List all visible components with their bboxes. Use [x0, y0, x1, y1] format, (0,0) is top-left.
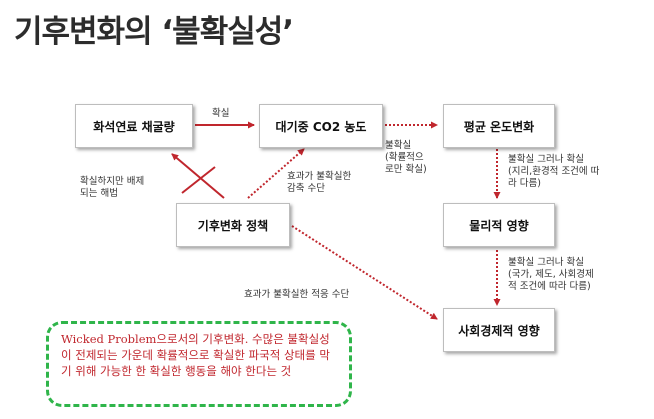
node-fossil-fuel-extraction: 화석연료 채굴량 — [75, 104, 193, 148]
node-atmospheric-co2: 대기중 CO2 농도 — [259, 104, 383, 148]
label-uncertain-geo: 불확실 그러나 확실 (지리,환경적 조건에 따 라 다름) — [508, 154, 600, 189]
label-uncertain-mitigation: 효과가 불확실한 감축 수단 — [287, 171, 352, 194]
page-title: 기후변화의 ‘불확실성’ — [14, 14, 294, 50]
edge-policy-social — [291, 225, 438, 320]
label-uncertain-social: 불확실 그러나 확실 (국가, 제도, 사회경제 적 조건에 따라 다름) — [508, 257, 594, 292]
label-certain-but-excluded: 확실하지만 배제 되는 해법 — [80, 176, 145, 199]
node-climate-policy: 기후변화 정책 — [176, 203, 290, 247]
edge-cross-mark — [181, 166, 216, 194]
node-physical-impact: 물리적 영향 — [443, 203, 555, 247]
label-probabilistic: 불확실 (확률적으 로만 확실) — [385, 140, 427, 175]
node-average-temperature: 평균 온도변화 — [443, 104, 555, 148]
wicked-problem-note: Wicked Problem으로서의 기후변화. 수많은 불확실성이 전제되는 … — [46, 321, 352, 407]
node-socioeconomic-impact: 사회경제적 영향 — [443, 308, 555, 352]
label-certain: 확실 — [212, 108, 230, 119]
edge-policy-fossil — [171, 153, 225, 199]
edge-policy-co2 — [247, 148, 305, 199]
label-uncertain-adaptation: 효과가 불확실한 적응 수단 — [244, 289, 350, 300]
